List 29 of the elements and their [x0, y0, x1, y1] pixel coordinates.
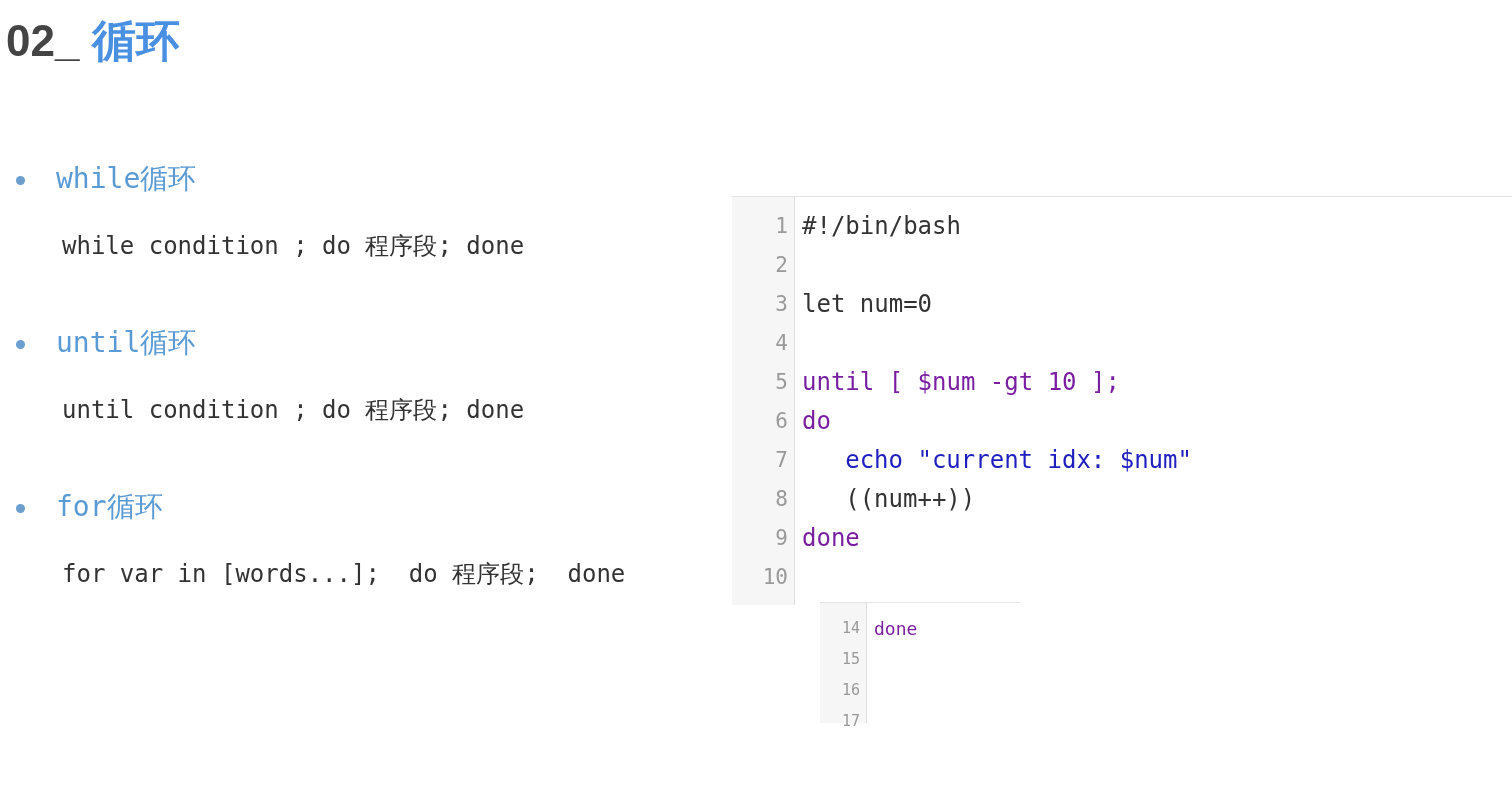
syntax-line: while condition ; do 程序段; done [62, 231, 525, 262]
code-line: do [802, 406, 831, 437]
section-heading: while循环 [56, 161, 197, 197]
page-title: 02_ 循环 [6, 15, 180, 67]
syntax-line: for var in [words...]; do 程序段; done [62, 559, 626, 590]
code-line: ((num++)) [845, 484, 976, 515]
code-line: echo "current idx: $num" [845, 445, 1192, 476]
line-number: 1 [774, 213, 788, 240]
line-number: 8 [774, 486, 788, 513]
section-heading: for循环 [56, 489, 163, 525]
line-number: 15 [840, 649, 860, 670]
code-line: done [802, 523, 860, 554]
code-line: #!/bin/bash [802, 211, 961, 242]
code-line: done [874, 617, 918, 641]
line-number: 6 [774, 408, 788, 435]
line-number: 17 [840, 711, 860, 732]
line-number: 7 [774, 447, 788, 474]
line-number: 9 [774, 525, 788, 552]
line-number: 10 [761, 564, 788, 591]
section-heading: until循环 [56, 325, 197, 361]
line-number: 14 [840, 618, 860, 639]
line-number: 5 [774, 369, 788, 396]
line-number: 3 [774, 291, 788, 318]
code-line: let num=0 [802, 289, 933, 320]
code-line: until [ $num -gt 10 ]; [802, 367, 1120, 398]
line-number: 16 [840, 680, 860, 701]
line-number: 4 [774, 330, 788, 357]
syntax-line: until condition ; do 程序段; done [62, 395, 525, 426]
line-number: 2 [774, 252, 788, 279]
